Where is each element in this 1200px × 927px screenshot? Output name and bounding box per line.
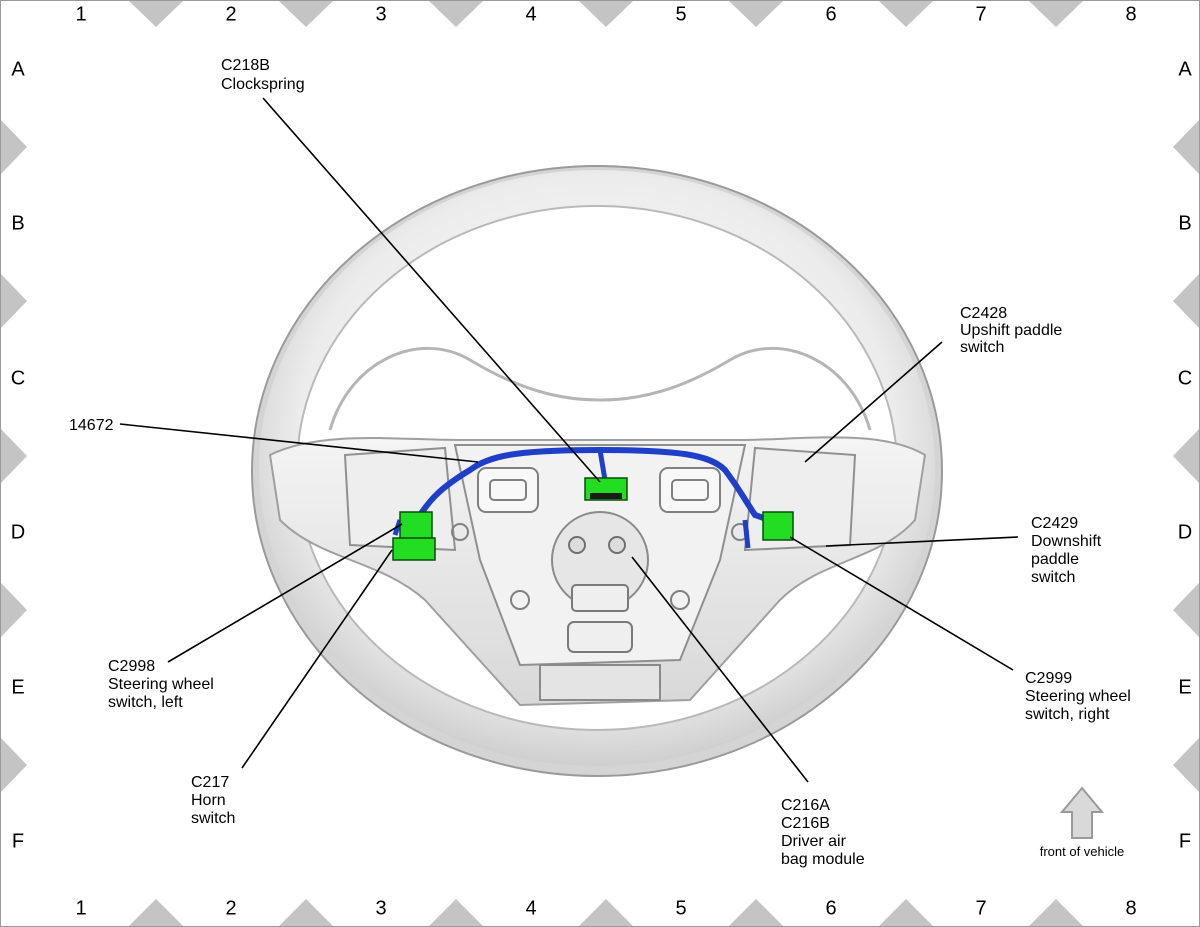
svg-text:paddle: paddle — [1031, 551, 1079, 568]
svg-text:C2998: C2998 — [108, 658, 155, 675]
grid-column-label: 7 — [975, 3, 986, 25]
grid-marker — [0, 582, 27, 638]
svg-text:Driver air: Driver air — [781, 833, 847, 850]
svg-text:Horn: Horn — [191, 792, 226, 809]
grid-marker — [428, 0, 484, 27]
grid-marker — [578, 899, 634, 927]
grid-row-label: A — [1178, 58, 1192, 80]
svg-text:14672: 14672 — [69, 417, 114, 434]
svg-text:C218B: C218B — [221, 57, 270, 74]
svg-text:C216A: C216A — [781, 797, 830, 814]
svg-text:Clockspring: Clockspring — [221, 76, 305, 93]
grid-marker — [1028, 899, 1084, 927]
svg-text:C2428: C2428 — [960, 305, 1007, 322]
svg-text:C2999: C2999 — [1025, 670, 1072, 687]
grid-marker — [0, 119, 27, 175]
grid-marker — [878, 899, 934, 927]
grid-row-labels-right: A B C D E F — [1178, 58, 1193, 852]
svg-text:switch, right: switch, right — [1025, 706, 1110, 723]
steering-wheel-hub — [268, 346, 927, 707]
grid-column-labels-bottom: 1 2 3 4 5 6 7 8 — [75, 897, 1136, 919]
grid-column-label: 8 — [1125, 897, 1136, 919]
svg-text:switch, left: switch, left — [108, 694, 183, 711]
callout-c216: C216A C216B Driver air bag module — [781, 797, 865, 868]
callout-c2998: C2998 Steering wheel switch, left — [108, 658, 214, 711]
grid-column-label: 3 — [375, 3, 386, 25]
grid-row-labels-left: A B C D E F — [11, 58, 26, 852]
grid-column-label: 4 — [525, 3, 536, 25]
svg-text:Upshift paddle: Upshift paddle — [960, 322, 1062, 339]
grid-column-label: 8 — [1125, 3, 1136, 25]
grid-marker — [1173, 428, 1200, 484]
connector-c217 — [392, 537, 436, 561]
grid-column-label: 1 — [75, 897, 86, 919]
grid-marker — [278, 0, 334, 27]
grid-row-label: B — [1178, 212, 1191, 234]
svg-text:Steering wheel: Steering wheel — [108, 676, 214, 693]
grid-column-label: 1 — [75, 3, 86, 25]
grid-marker — [1028, 0, 1084, 27]
svg-text:switch: switch — [191, 810, 235, 827]
svg-text:Downshift: Downshift — [1031, 533, 1102, 550]
grid-column-label: 2 — [225, 3, 236, 25]
grid-marker — [1173, 737, 1200, 793]
callout-c2428: C2428 Upshift paddle switch — [960, 305, 1062, 356]
connector-c218b — [584, 477, 628, 501]
grid-column-label: 6 — [825, 3, 836, 25]
grid-marker — [428, 899, 484, 927]
grid-marker — [278, 899, 334, 927]
grid-column-label: 5 — [675, 897, 686, 919]
grid-marker — [1173, 119, 1200, 175]
svg-text:Steering wheel: Steering wheel — [1025, 688, 1131, 705]
svg-text:C217: C217 — [191, 774, 229, 791]
grid-column-label: 4 — [525, 897, 536, 919]
front-of-vehicle-indicator: front of vehicle — [1040, 786, 1125, 859]
grid-row-label: B — [11, 212, 24, 234]
grid-marker — [128, 899, 184, 927]
callout-14672: 14672 — [69, 417, 114, 434]
front-of-vehicle-label: front of vehicle — [1040, 844, 1125, 859]
grid-marker — [1173, 582, 1200, 638]
connector-c2998 — [399, 511, 433, 541]
grid-row-label: D — [1178, 521, 1192, 543]
grid-row-label: E — [1178, 676, 1191, 698]
grid-column-label: 6 — [825, 897, 836, 919]
grid-column-label: 7 — [975, 897, 986, 919]
connector-c2999 — [762, 511, 794, 541]
callout-c2429: C2429 Downshift paddle switch — [1031, 515, 1102, 586]
grid-marker — [1173, 273, 1200, 329]
callout-c218b: C218B Clockspring — [221, 57, 305, 93]
grid-marker — [578, 0, 634, 27]
grid-marker — [728, 0, 784, 27]
grid-marker — [0, 428, 27, 484]
grid-row-label: E — [11, 676, 24, 698]
svg-text:C216B: C216B — [781, 815, 830, 832]
svg-text:bag module: bag module — [781, 851, 865, 868]
grid-marker — [728, 899, 784, 927]
leader-lines — [119, 97, 1019, 783]
wire-harness-14672 — [392, 446, 776, 549]
callout-c2999: C2999 Steering wheel switch, right — [1025, 670, 1131, 723]
callout-c217: C217 Horn switch — [191, 774, 235, 827]
grid-row-label: C — [11, 367, 25, 389]
svg-text:switch: switch — [960, 339, 1004, 356]
grid-marker — [0, 737, 27, 793]
grid-marker — [0, 273, 27, 329]
grid-column-label: 2 — [225, 897, 236, 919]
grid-column-labels-top: 1 2 3 4 5 6 7 8 — [75, 3, 1136, 25]
up-arrow-icon — [1059, 786, 1105, 839]
grid-row-label: F — [1179, 830, 1191, 852]
grid-row-label: D — [11, 521, 25, 543]
grid-column-label: 5 — [675, 3, 686, 25]
grid-row-label: A — [11, 58, 25, 80]
grid-row-label: F — [12, 830, 24, 852]
svg-text:C2429: C2429 — [1031, 515, 1078, 532]
grid-column-label: 3 — [375, 897, 386, 919]
grid-row-label: C — [1178, 367, 1192, 389]
grid-marker — [878, 0, 934, 27]
grid-marker — [128, 0, 184, 27]
svg-text:switch: switch — [1031, 569, 1075, 586]
